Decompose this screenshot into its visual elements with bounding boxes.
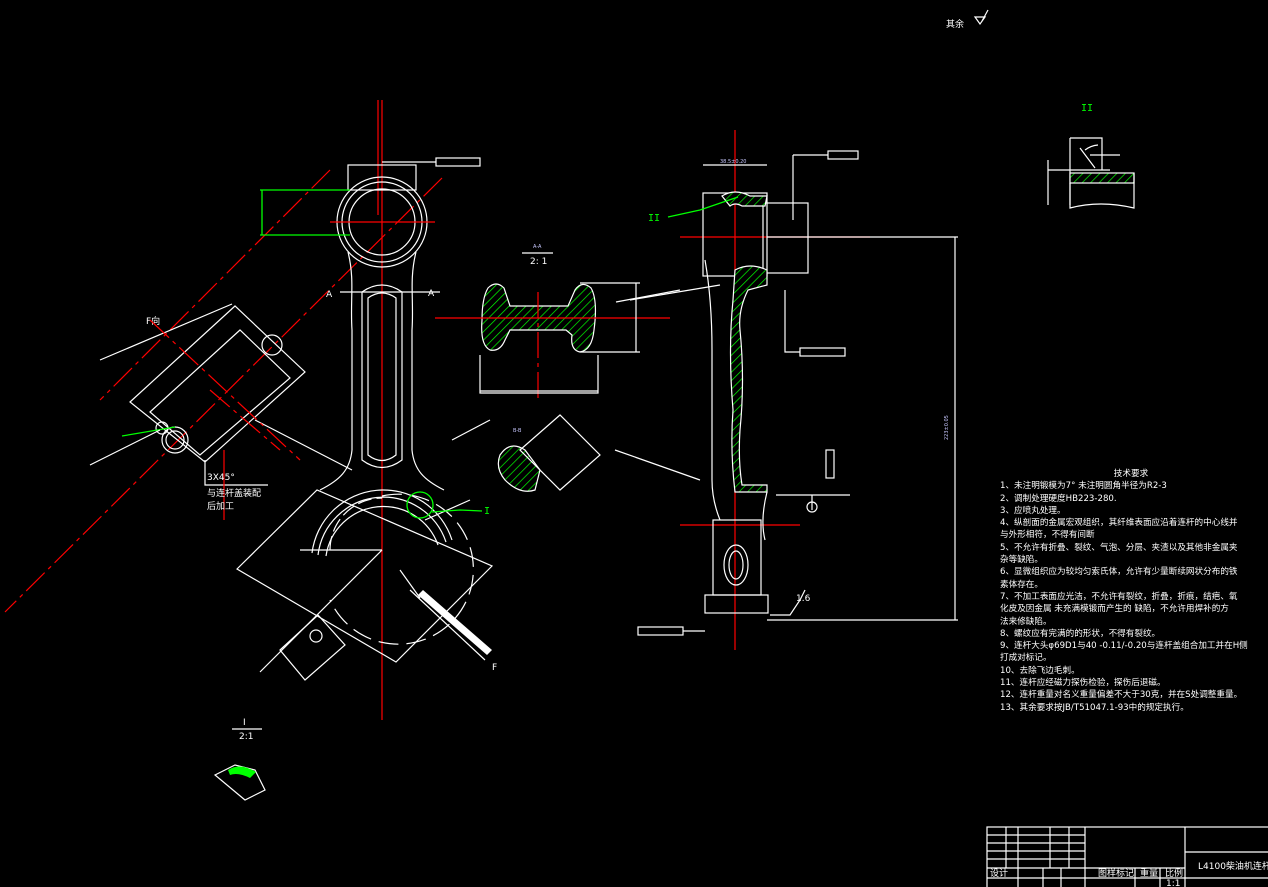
requirement-item: 法来修缺陷。 (1000, 616, 1052, 627)
requirement-item: 2、调制处理硬度HB223-280. (1000, 493, 1117, 504)
main-front-view: F I A A (4, 100, 497, 720)
requirement-item: 化皮及因金属 未充满模锻而产生的 缺陷，不允许用焊补的方 (1000, 604, 1229, 615)
title-block: 设计 图样标记 重量 比例 1:1 (986, 826, 1268, 887)
svg-text:II: II (1081, 103, 1093, 114)
svg-text:重量: 重量 (1140, 867, 1158, 879)
svg-text:A-A: A-A (533, 244, 542, 250)
requirement-item: 3、应喷丸处理。 (1000, 505, 1066, 516)
svg-text:I: I (484, 506, 490, 517)
svg-text:2:1: 2:1 (239, 732, 253, 742)
requirement-item: 1、未注明锻模为7° 未注明圆角半径为R2-3 (1000, 481, 1167, 492)
roughness-note: 其余 (946, 9, 989, 30)
svg-text:A: A (326, 290, 333, 300)
detail-i-view: I 2:1 (213, 718, 266, 801)
technical-requirements: 技术要求 1、未注明锻模为7° 未注明圆角半径为R2-3 2、调制处理硬度HB2… (1000, 468, 1268, 714)
svg-text:图样标记: 图样标记 (1098, 867, 1134, 879)
svg-text:其余: 其余 (946, 18, 964, 30)
requirement-item: 打成对标记。 (1000, 653, 1052, 664)
requirement-item: 与外形相符，不得有间断 (1000, 530, 1095, 541)
drawing-title: L4100柴油机连杆 (1198, 862, 1268, 872)
svg-text:比例: 比例 (1165, 867, 1183, 879)
requirement-item: 9、连杆大头φ69D1与40 -0.11/-0.20与连杆盖组合加工并在H侧 (1000, 641, 1248, 652)
requirement-item: 杂等缺陷。 (1000, 555, 1043, 566)
roughness-symbol-icon (973, 9, 989, 26)
svg-text:1.6: 1.6 (796, 594, 811, 604)
svg-text:A: A (428, 289, 435, 299)
svg-text:2: 1: 2: 1 (530, 257, 547, 267)
requirement-item: 8、螺纹应有完满的的形状，不得有裂纹。 (1000, 628, 1161, 639)
section-bb-view: B-B (497, 414, 701, 492)
svg-text:B-B: B-B (513, 428, 522, 434)
svg-text:后加工: 后加工 (207, 501, 234, 512)
requirement-item: 12、连杆重量对名义重量偏差不大于30克，并在S处调整重量。 (1000, 690, 1243, 701)
requirement-item: 11、连杆应经磁力探伤检验，探伤后退磁。 (1000, 678, 1166, 689)
svg-text:与连杆盖装配: 与连杆盖装配 (207, 487, 261, 499)
requirement-item: 6、显微组织应为较均匀索氏体，允许有少量断续网状分布的铁 (1000, 567, 1238, 578)
svg-text:F: F (492, 663, 497, 673)
svg-text:1:1: 1:1 (1166, 879, 1180, 887)
requirement-item: 10、去除飞边毛刺。 (1000, 665, 1080, 676)
svg-text:38.5±0.20: 38.5±0.20 (720, 159, 746, 165)
svg-text:I: I (243, 718, 246, 728)
force-arrow-icon (418, 590, 492, 655)
svg-text:设计: 设计 (990, 867, 1008, 879)
side-view: 223±0.05 38.5±0.20 1.6 II (629, 130, 958, 650)
detail-ii-view: II (1047, 103, 1135, 209)
svg-text:3X45°: 3X45° (207, 473, 235, 483)
requirement-item: 7、不加工表面应光洁，不允许有裂纹，折叠，折痕，结疤、氧 (1000, 591, 1238, 602)
section-aa-view: A-A 2: 1 (435, 244, 681, 400)
svg-text:223±0.05: 223±0.05 (944, 415, 950, 440)
requirement-item: 5、不允许有折叠、裂纹、气泡、分层、夹渣以及其他非金属夹 (1000, 542, 1238, 553)
requirement-item: 4、纵剖面的金属宏观组织，其纤维表面应沿着连杆的中心线并 (1000, 518, 1238, 529)
requirement-item: 素体存在。 (1000, 579, 1043, 590)
technical-requirements-title: 技术要求 (1113, 469, 1149, 479)
f-view: F向 3X45° 与连杆盖装配 后加工 (89, 303, 306, 520)
svg-text:II: II (648, 213, 660, 224)
requirement-item: 13、其余要求按JB/T51047.1-93中的规定执行。 (1000, 702, 1189, 713)
svg-text:F向: F向 (146, 315, 160, 327)
